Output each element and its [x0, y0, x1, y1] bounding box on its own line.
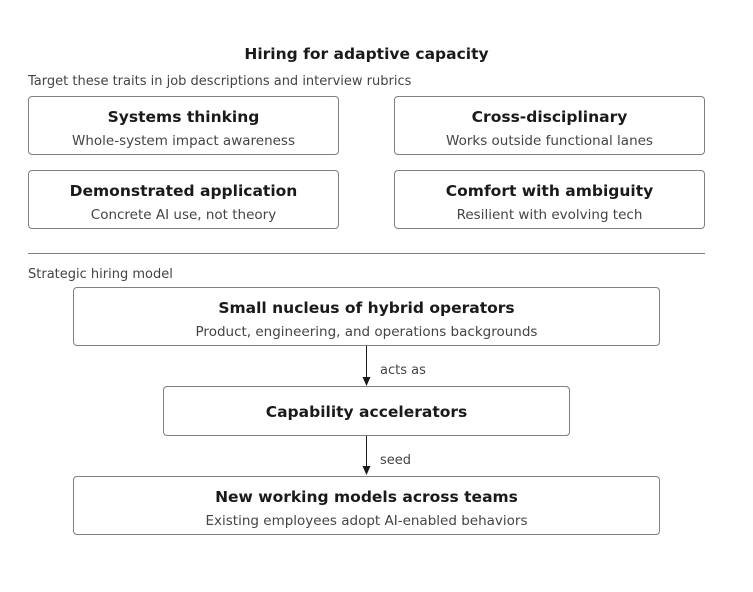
edge-label-seed: seed	[380, 453, 412, 468]
node-title: Small nucleus of hybrid operators	[218, 299, 515, 317]
arrowhead-seed	[362, 466, 371, 475]
section-divider	[28, 253, 705, 254]
arrowhead-acts-as	[362, 377, 371, 386]
trait-description: Whole-system impact awareness	[71, 133, 295, 149]
node-hybrid-operators: Small nucleus of hybrid operators Produc…	[73, 287, 660, 346]
trait-title: Cross-disciplinary	[471, 108, 628, 126]
traits-section-label: Target these traits in job descriptions …	[28, 74, 412, 89]
diagram-title: Hiring for adaptive capacity	[244, 45, 489, 63]
trait-box-demonstrated-application: Demonstrated application Concrete AI use…	[28, 170, 339, 229]
trait-title: Comfort with ambiguity	[445, 182, 654, 200]
node-description: Existing employees adopt AI-enabled beha…	[205, 513, 528, 529]
trait-description: Works outside functional lanes	[446, 133, 653, 149]
node-title: New working models across teams	[215, 488, 518, 506]
node-capability-accelerators: Capability accelerators	[163, 386, 570, 436]
node-new-working-models: New working models across teams Existing…	[73, 476, 660, 535]
trait-box-comfort-with-ambiguity: Comfort with ambiguity Resilient with ev…	[394, 170, 705, 229]
trait-title: Systems thinking	[107, 108, 260, 126]
model-section-label: Strategic hiring model	[28, 267, 173, 282]
edge-label-acts-as: acts as	[380, 363, 426, 378]
trait-box-cross-disciplinary: Cross-disciplinary Works outside functio…	[394, 96, 705, 155]
node-description: Product, engineering, and operations bac…	[195, 324, 538, 340]
node-title: Capability accelerators	[265, 403, 468, 421]
trait-description: Resilient with evolving tech	[456, 207, 643, 223]
trait-box-systems-thinking: Systems thinking Whole-system impact awa…	[28, 96, 339, 155]
trait-description: Concrete AI use, not theory	[90, 207, 277, 223]
trait-title: Demonstrated application	[69, 182, 298, 200]
